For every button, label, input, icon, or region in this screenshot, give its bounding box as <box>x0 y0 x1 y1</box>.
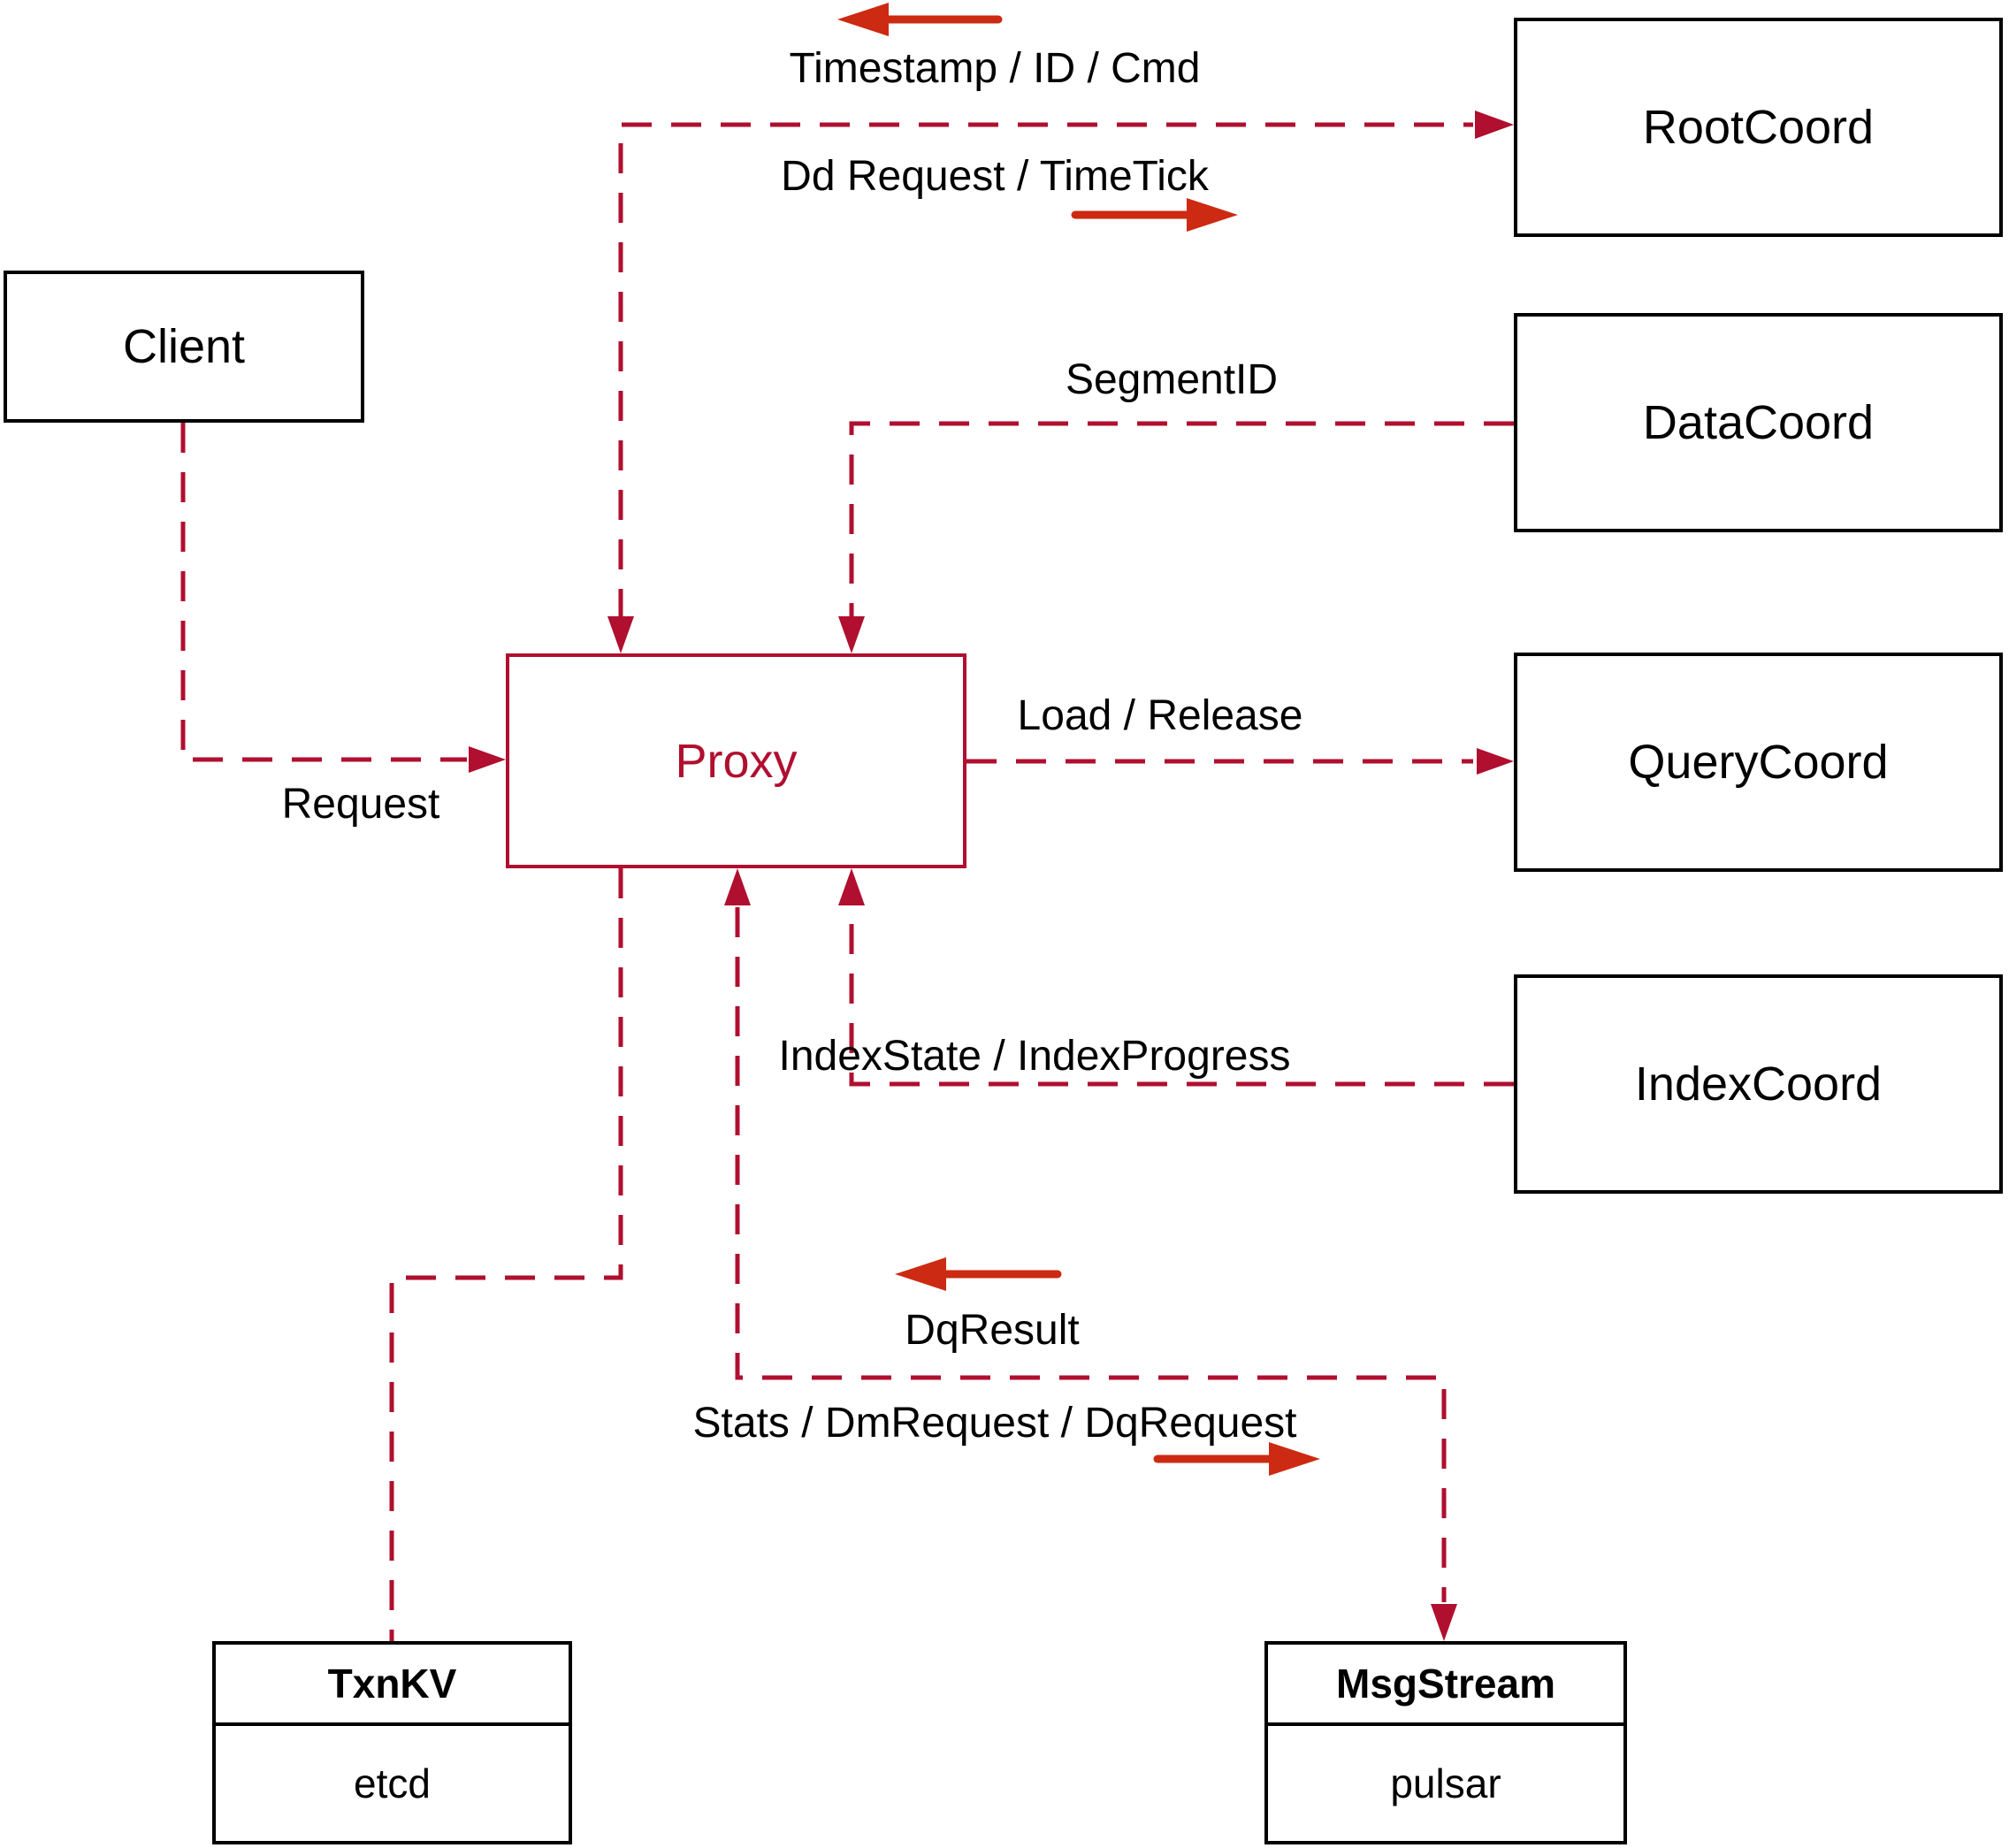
proxy-label: Proxy <box>675 734 798 788</box>
timestamp-direction-arrow-left-icon <box>837 3 1003 36</box>
msgstream-header: MsgStream <box>1268 1645 1623 1726</box>
edge-client-proxy <box>180 423 467 762</box>
request-label: Request <box>281 781 440 828</box>
datacoord-label: DataCoord <box>1642 396 1875 449</box>
timestamp-id-cmd-label: Timestamp / ID / Cmd <box>789 45 1201 92</box>
querycoord-node: QueryCoord <box>1514 653 2003 872</box>
stats-dmrequest-dqrequest-label: Stats / DmRequest / DqRequest <box>692 1400 1297 1447</box>
dqresult-direction-arrow-left-icon <box>895 1257 1062 1291</box>
msgstream-table: MsgStream pulsar <box>1264 1641 1627 1844</box>
proxy-node: Proxy <box>506 653 966 868</box>
txnkv-table: TxnKV etcd <box>212 1641 572 1844</box>
datacoord-node: DataCoord <box>1514 313 2003 532</box>
edge-datacoord-proxy <box>849 421 1514 619</box>
dd-request-direction-arrow-right-icon <box>1071 198 1238 232</box>
dd-request-timetick-label: Dd Request / TimeTick <box>781 153 1209 200</box>
indexcoord-label: IndexCoord <box>1634 1058 1883 1111</box>
dqresult-label: DqResult <box>905 1307 1080 1354</box>
load-release-label: Load / Release <box>1017 692 1303 739</box>
indexstate-indexprogress-label: IndexState / IndexProgress <box>778 1033 1291 1080</box>
indexcoord-node: IndexCoord <box>1514 974 2003 1194</box>
msgstream-impl: pulsar <box>1390 1760 1501 1806</box>
rootcoord-label: RootCoord <box>1642 101 1875 154</box>
querycoord-label: QueryCoord <box>1628 736 1889 789</box>
edge-proxy-msgstream <box>735 907 1447 1602</box>
edge-proxy-txnkv <box>389 868 623 1641</box>
client-label: Client <box>122 320 246 373</box>
txnkv-header: TxnKV <box>216 1645 569 1726</box>
segmentid-label: SegmentID <box>1065 356 1279 403</box>
edge-proxy-rootcoord <box>618 122 1473 619</box>
rootcoord-node: RootCoord <box>1514 18 2003 237</box>
edge-arrowheads <box>469 111 1514 1641</box>
txnkv-impl: etcd <box>354 1760 431 1806</box>
client-node: Client <box>4 271 364 423</box>
stats-direction-arrow-right-icon <box>1153 1442 1320 1476</box>
edge-indexcoord-proxy <box>849 907 1514 1087</box>
